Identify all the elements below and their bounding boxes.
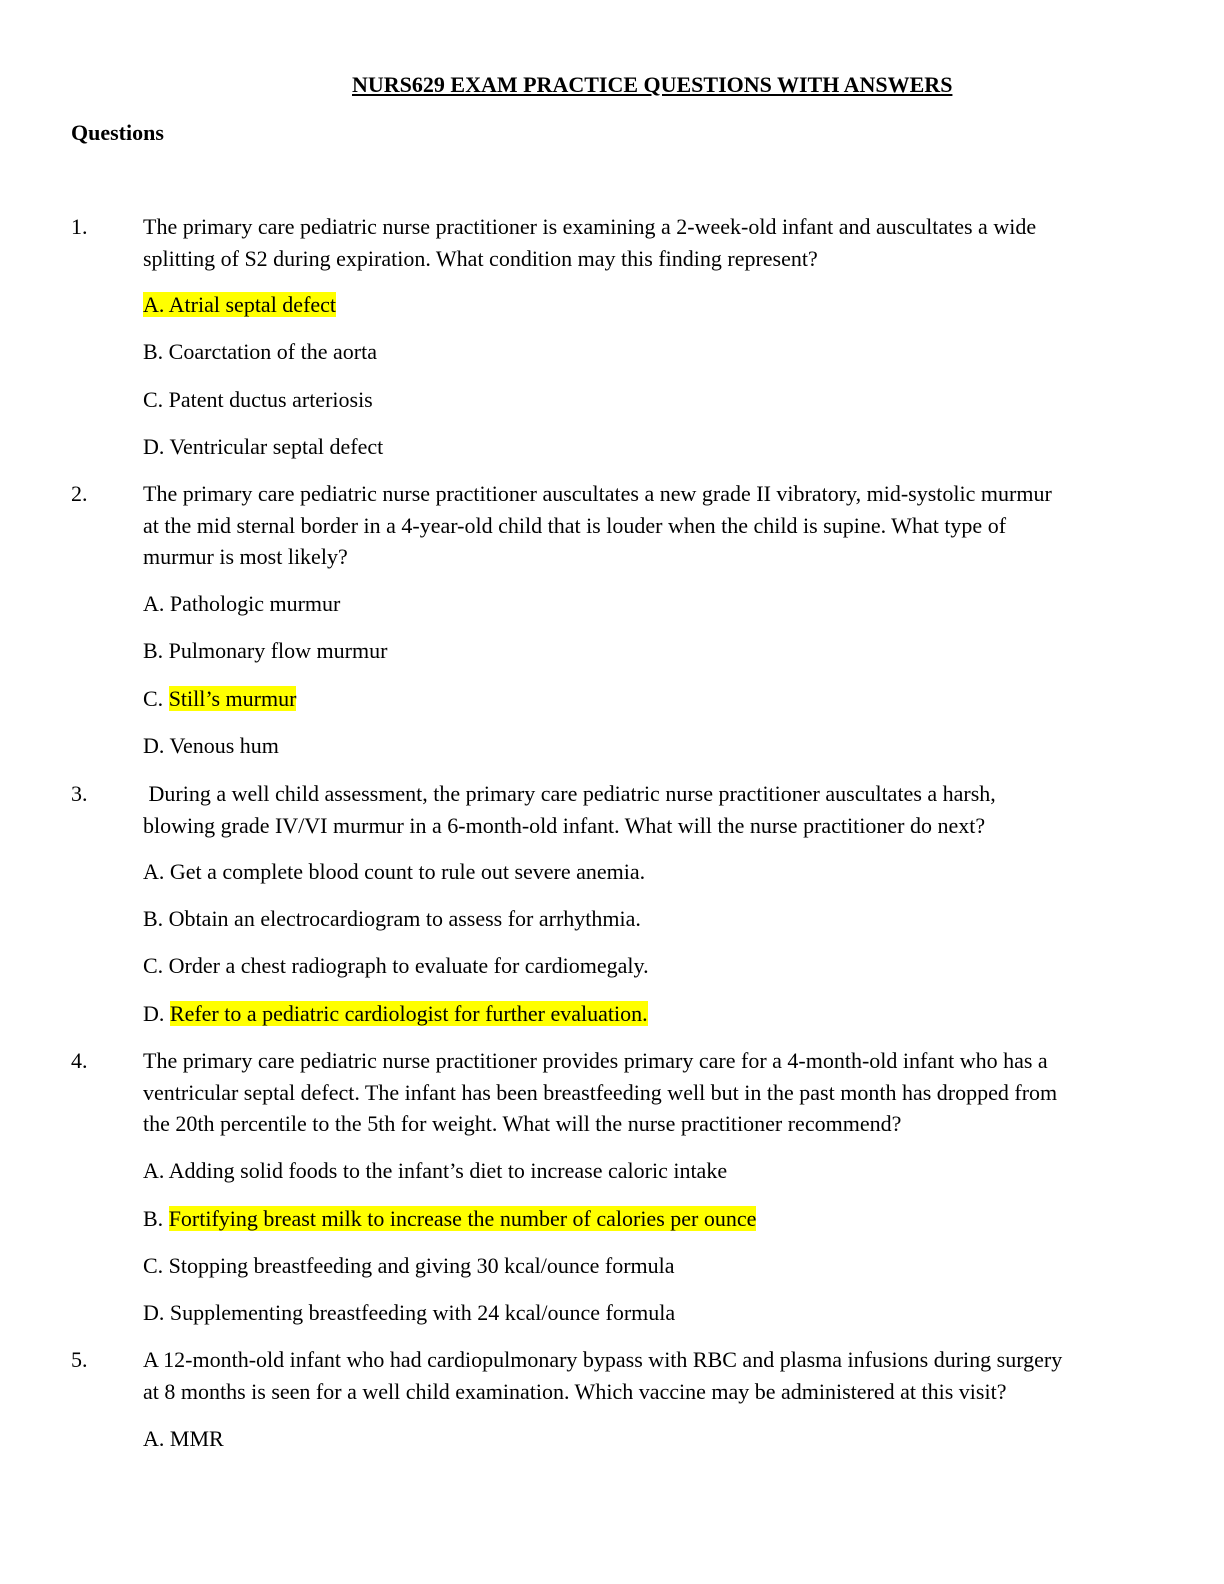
answer-option: D. Supplementing breastfeeding with 24 k… [143,1299,675,1327]
option-text: C. Order a chest radiograph to evaluate … [143,953,649,978]
option-text: D. Venous hum [143,733,279,758]
answer-option: B. Obtain an electrocardiogram to assess… [143,905,641,933]
question-number: 2. [71,481,88,506]
option-letter: C. [143,686,169,711]
answer-option: B. Pulmonary flow murmur [143,637,387,665]
question-line: The primary care pediatric nurse practit… [143,1048,1048,1073]
option-text: A. Get a complete blood count to rule ou… [143,859,646,884]
answer-option: C. Stopping breastfeeding and giving 30 … [143,1252,675,1280]
question-line: blowing grade IV/VI murmur in a 6-month-… [143,812,986,838]
question-line: A 12-month-old infant who had cardiopulm… [143,1347,1063,1372]
answer-option: A. MMR [143,1425,224,1453]
answer-option: C. Patent ductus arteriosis [143,386,373,414]
question-line: The primary care pediatric nurse practit… [143,481,1052,506]
option-text: C. Patent ductus arteriosis [143,387,373,412]
question-text: A 12-month-old infant who had cardiopulm… [143,1344,1143,1407]
section-heading: Questions [71,120,164,145]
question-line: at 8 months is seen for a well child exa… [143,1378,1007,1404]
option-text: A. MMR [143,1426,224,1451]
correct-answer-highlight: A. Atrial septal defect [143,292,337,317]
question-text: The primary care pediatric nurse practit… [143,1045,1143,1140]
question-line: at the mid sternal border in a 4-year-ol… [143,512,1007,538]
answer-option: B. Coarctation of the aorta [143,338,377,366]
correct-answer-highlight: Fortifying breast milk to increase the n… [168,1206,757,1231]
answer-option: D. Refer to a pediatric cardiologist for… [143,1000,648,1028]
option-text: B. Obtain an electrocardiogram to assess… [143,906,641,931]
answer-option: D. Venous hum [143,732,279,760]
answer-option: D. Ventricular septal defect [143,433,383,461]
question-line: The primary care pediatric nurse practit… [143,214,1037,239]
question-text: The primary care pediatric nurse practit… [143,211,1143,274]
answer-option: C. Order a chest radiograph to evaluate … [143,952,649,980]
question-line: the 20th percentile to the 5th for weigh… [143,1111,902,1136]
question-text: During a well child assessment, the prim… [143,778,1143,841]
question-text: The primary care pediatric nurse practit… [143,478,1143,573]
option-text: A. Pathologic murmur [143,591,341,616]
answer-option: C. Still’s murmur [143,685,297,713]
answer-option: A. Adding solid foods to the infant’s di… [143,1157,727,1185]
option-letter: D. [143,1001,170,1026]
question-number: 1. [71,214,88,239]
option-text: C. Stopping breastfeeding and giving 30 … [143,1253,675,1278]
question-number: 4. [71,1048,88,1073]
page-title: NURS629 EXAM PRACTICE QUESTIONS WITH ANS… [352,72,953,97]
question-number: 5. [71,1347,88,1372]
answer-option: B. Fortifying breast milk to increase th… [143,1205,757,1233]
answer-option: A. Get a complete blood count to rule ou… [143,858,645,886]
option-text: B. Pulmonary flow murmur [143,638,388,663]
question-line: ventricular septal defect. The infant ha… [143,1079,1058,1105]
option-letter: B. [143,1206,169,1231]
option-text: D. Ventricular septal defect [143,434,384,459]
correct-answer-highlight: Refer to a pediatric cardiologist for fu… [169,1001,648,1026]
question-line: During a well child assessment, the prim… [143,781,996,806]
option-text: B. Coarctation of the aorta [143,339,377,364]
question-line: murmur is most likely? [143,544,348,569]
question-line: splitting of S2 during expiration. What … [143,245,818,271]
option-text: A. Adding solid foods to the infant’s di… [143,1158,728,1183]
answer-option: A. Pathologic murmur [143,590,340,618]
answer-option: A. Atrial septal defect [143,291,337,319]
option-text: D. Supplementing breastfeeding with 24 k… [143,1300,676,1325]
question-number: 3. [71,781,88,806]
correct-answer-highlight: Still’s murmur [168,686,297,711]
